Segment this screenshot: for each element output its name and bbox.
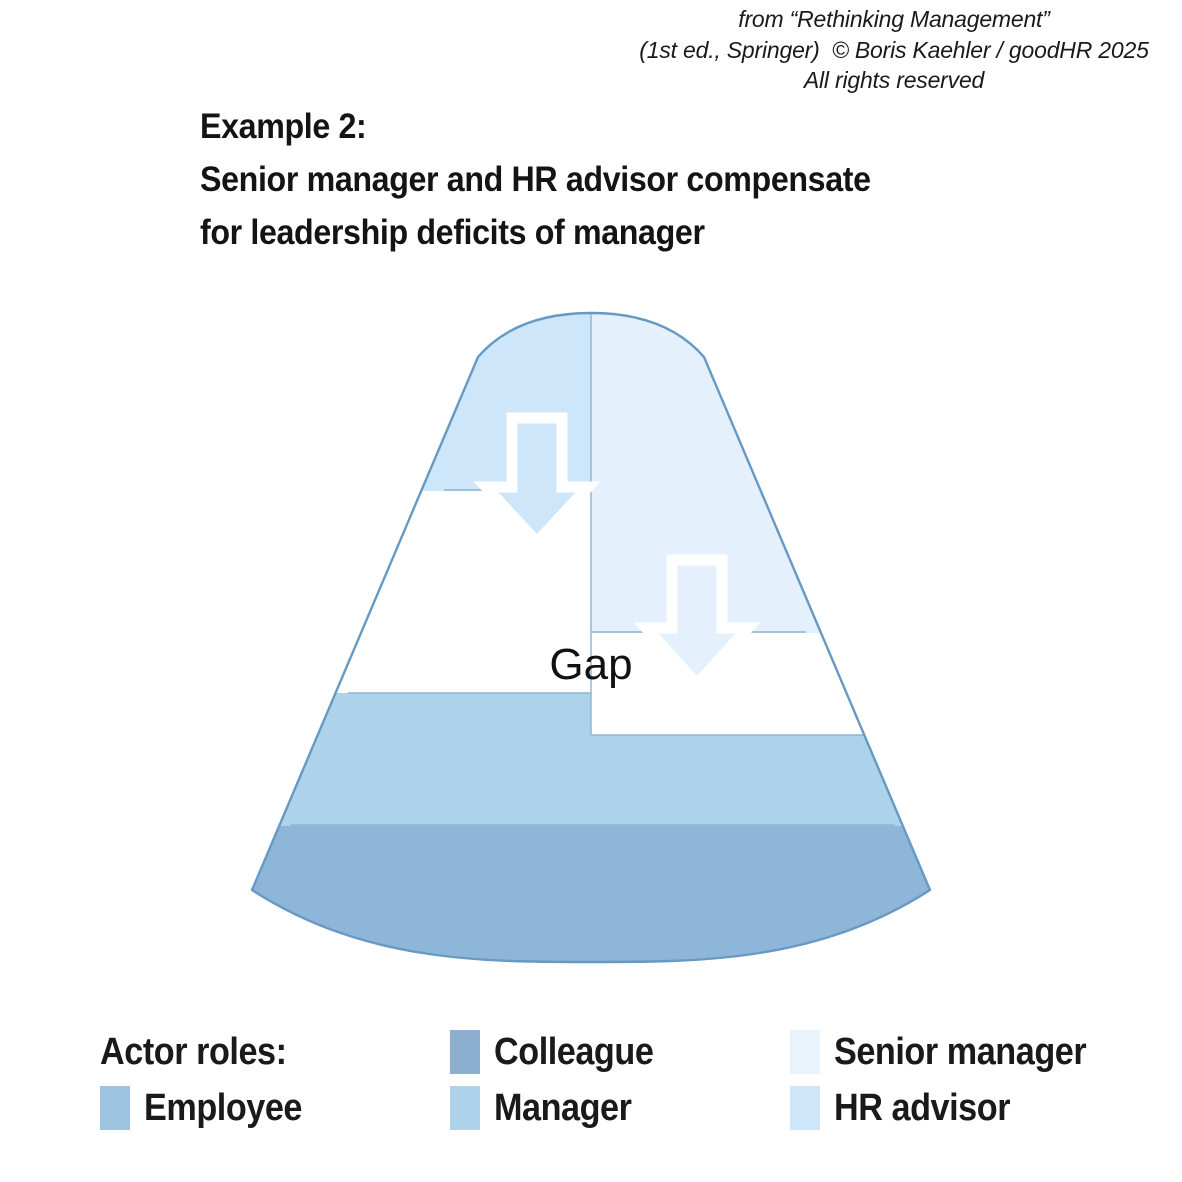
band-senior-manager <box>591 313 930 633</box>
legend-label-hr-advisor: HR advisor <box>834 1086 1011 1129</box>
legend-swatch-manager <box>450 1086 480 1130</box>
legend-swatch-senior-manager <box>790 1030 820 1074</box>
band-employee-left <box>252 693 591 826</box>
legend-item-colleague[interactable]: Colleague <box>450 1024 790 1080</box>
legend-label-manager: Manager <box>494 1086 632 1129</box>
legend-swatch-colleague <box>450 1030 480 1074</box>
cone-diagram: Gap <box>250 311 932 964</box>
legend-label-employee: Employee <box>144 1086 302 1129</box>
legend-swatch-employee <box>100 1086 130 1130</box>
senior-manager-arrow <box>633 554 761 693</box>
legend-label-colleague: Colleague <box>494 1030 654 1073</box>
legend-swatch-hr-advisor <box>790 1086 820 1130</box>
attribution-line-2: (1st ed., Springer) © Boris Kaehler / go… <box>639 36 1149 63</box>
attribution-block: from “Rethinking Management” (1st ed., S… <box>614 4 1174 96</box>
compensation-arrows <box>473 412 761 693</box>
attribution-line-3: All rights reserved <box>803 67 985 94</box>
title-line-3: for leadership deficits of manager <box>200 213 705 253</box>
band-employee-right <box>591 735 930 826</box>
hr-advisor-arrow <box>473 412 601 551</box>
legend-item-manager[interactable]: Manager <box>450 1080 790 1136</box>
legend: Actor roles: Colleague Senior manager Em… <box>100 1024 1090 1136</box>
legend-item-hr-advisor[interactable]: HR advisor <box>790 1080 1090 1136</box>
title-line-2: Senior manager and HR advisor compensate <box>200 160 871 200</box>
legend-item-employee[interactable]: Employee <box>100 1080 450 1136</box>
legend-label-senior-manager: Senior manager <box>834 1030 1087 1073</box>
title-line-1: Example 2: <box>200 107 367 146</box>
attribution-line-1: from “Rethinking Management” <box>738 6 1050 32</box>
legend-item-senior-manager[interactable]: Senior manager <box>790 1024 1090 1080</box>
band-colleague <box>252 825 930 962</box>
gap-label: Gap <box>549 640 632 689</box>
legend-heading-cell: Actor roles: <box>100 1024 450 1080</box>
cone-outline <box>250 311 932 964</box>
page-title: Example 2: Senior manager and HR advisor… <box>200 100 991 260</box>
legend-heading: Actor roles: <box>100 1030 287 1073</box>
